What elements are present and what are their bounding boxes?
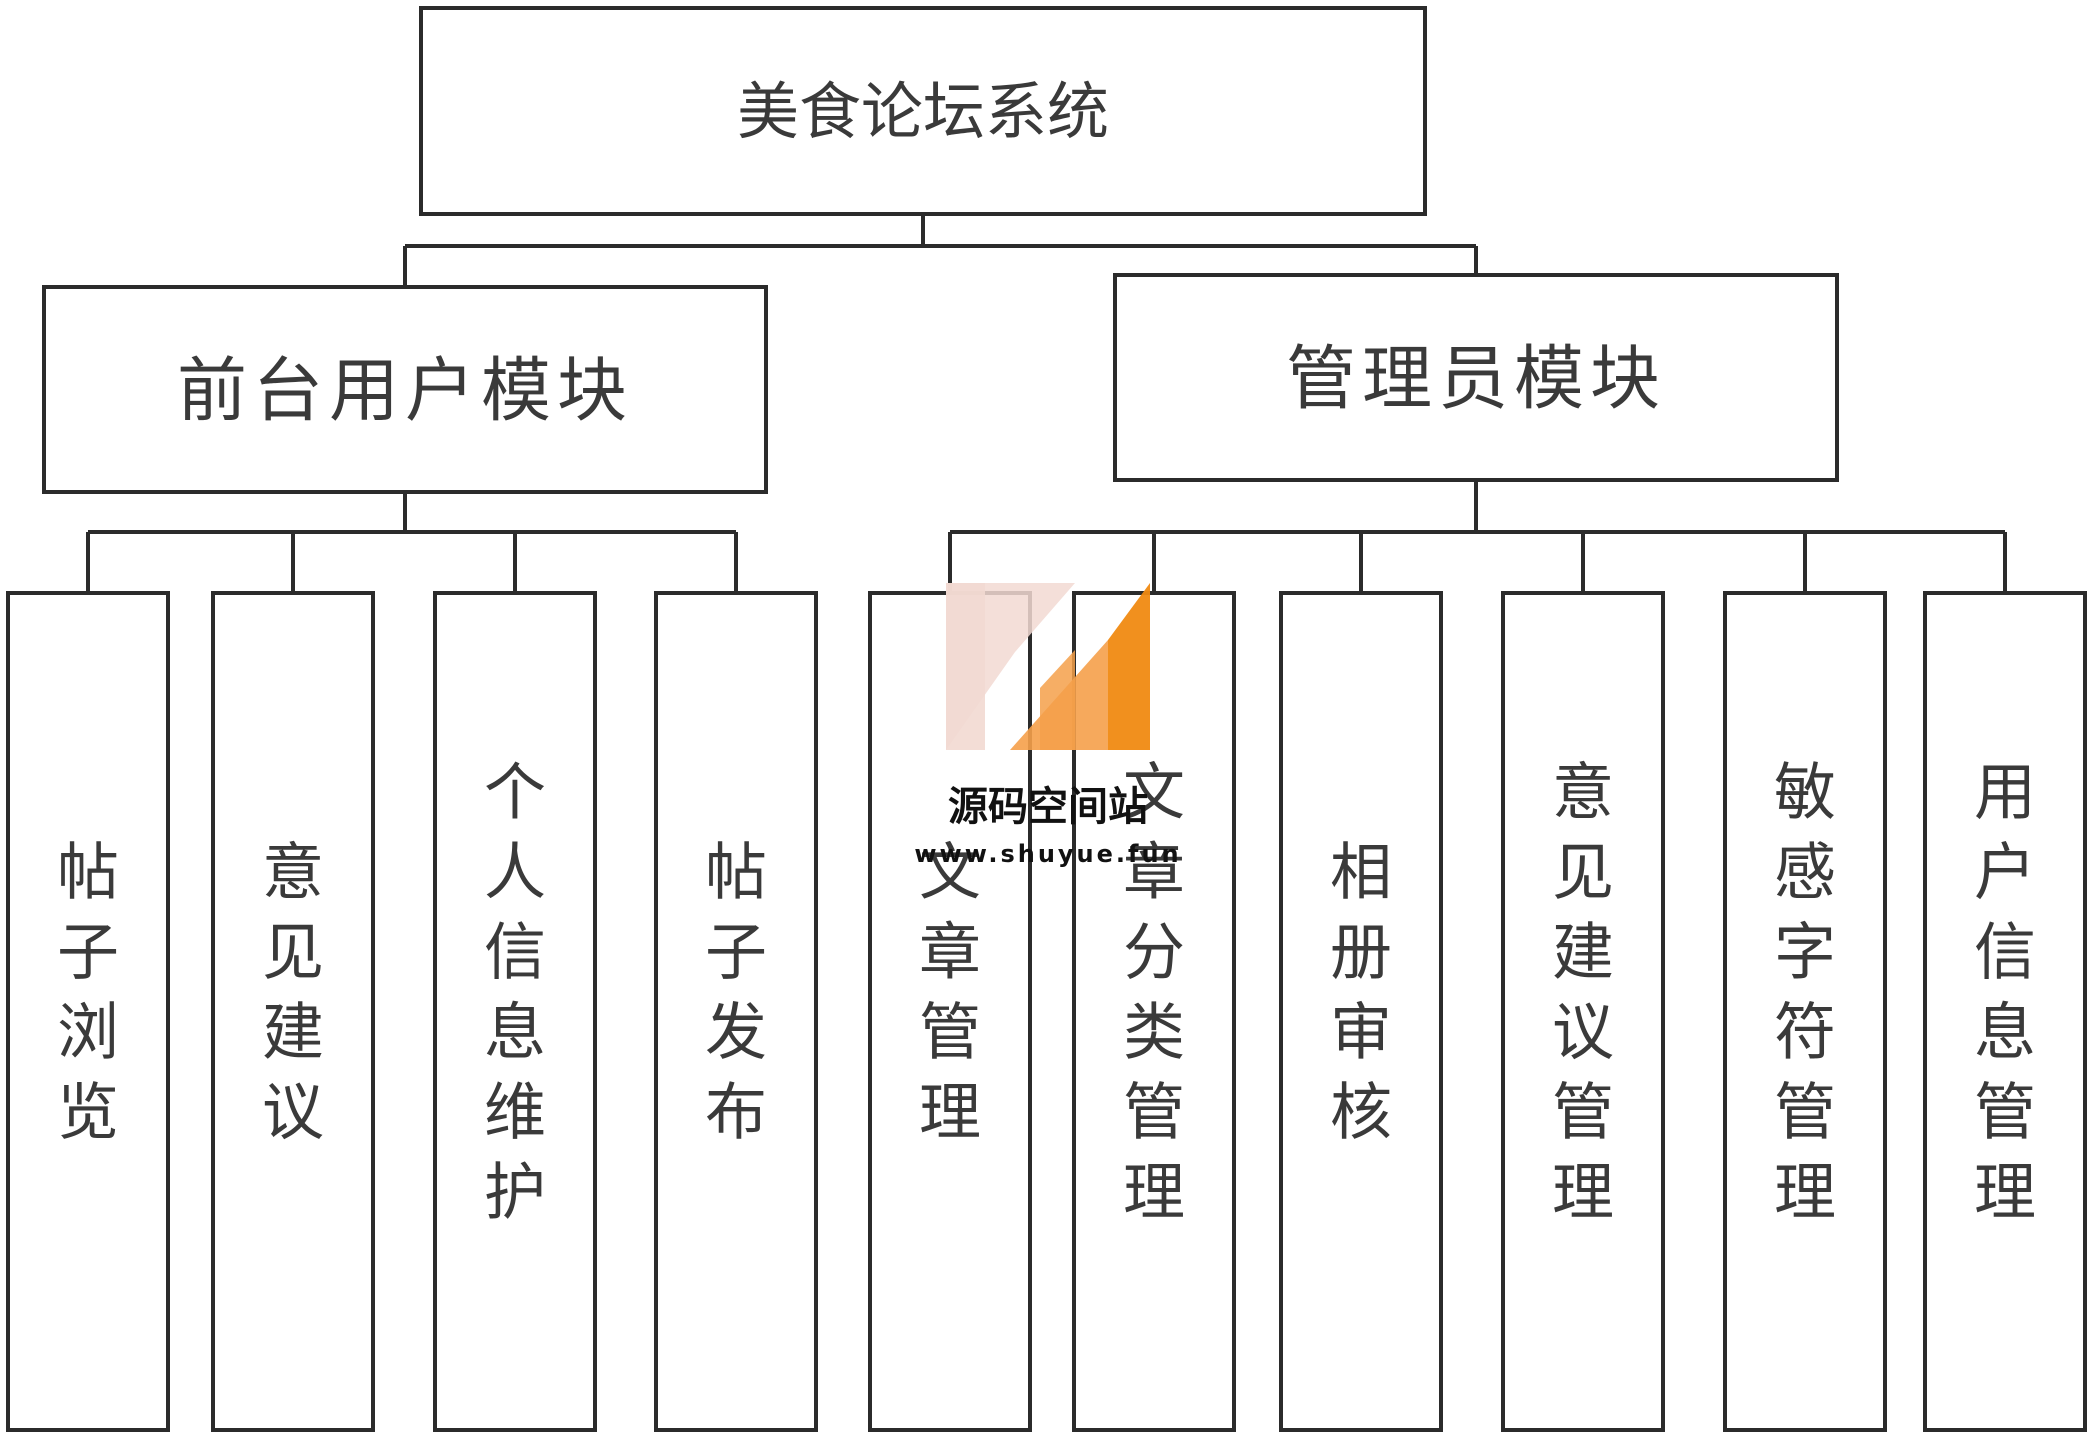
- watermark-logo-shape: [1040, 650, 1075, 750]
- watermark-logo-shape: [946, 583, 985, 750]
- leaf-node-label: 帖子浏览: [57, 836, 119, 1149]
- root-node-box: [419, 6, 1427, 216]
- leaf-node: 用户信息管理: [1923, 591, 2087, 1432]
- module-node-0: 前台用户模块: [42, 285, 768, 494]
- leaf-node-label: 意见建议管理: [1552, 756, 1614, 1229]
- leaf-node: 相册审核: [1279, 591, 1443, 1432]
- leaf-node: 帖子浏览: [6, 591, 170, 1432]
- leaf-node-label: 意见建议: [262, 836, 324, 1149]
- leaf-node-box: [1501, 591, 1665, 1432]
- leaf-node: 意见建议管理: [1501, 591, 1665, 1432]
- leaf-node-box: [1279, 591, 1443, 1432]
- watermark-url: www.shuyue.fun: [914, 840, 1181, 868]
- leaf-node-box: [654, 591, 818, 1432]
- leaf-node-label: 文章管理: [919, 836, 981, 1149]
- leaf-node-label: 个人信息维护: [484, 756, 546, 1229]
- connectors: [86, 214, 2007, 593]
- leaf-node: 文章分类管理: [1072, 591, 1236, 1432]
- leaf-node: 意见建议: [211, 591, 375, 1432]
- leaf-node-label: 相册审核: [1330, 836, 1392, 1149]
- module-node-label: 前台用户模块: [177, 350, 633, 432]
- leaf-node-box: [6, 591, 170, 1432]
- leaf-node-label: 用户信息管理: [1974, 756, 2036, 1229]
- leaf-node-box: [1723, 591, 1887, 1432]
- module-node-label: 管理员模块: [1286, 338, 1666, 420]
- leaf-node-label: 帖子发布: [705, 836, 767, 1149]
- module-node-box: [1113, 273, 1839, 482]
- leaf-node: 个人信息维护: [433, 591, 597, 1432]
- watermark-name: 源码空间站: [948, 784, 1148, 830]
- leaf-node-box: [433, 591, 597, 1432]
- root-node-label: 美食论坛系统: [737, 75, 1109, 148]
- leaf-node: 帖子发布: [654, 591, 818, 1432]
- module-node-1: 管理员模块: [1113, 273, 1839, 482]
- leaf-node: 敏感字符管理: [1723, 591, 1887, 1432]
- watermark: 源码空间站 www.shuyue.fun: [914, 583, 1181, 868]
- leaf-node-label: 文章分类管理: [1123, 756, 1185, 1229]
- watermark-logo-shape: [1108, 583, 1150, 750]
- module-node-box: [42, 285, 768, 494]
- leaf-node-box: [1923, 591, 2087, 1432]
- leaf-node-box: [211, 591, 375, 1432]
- leaf-node-label: 敏感字符管理: [1774, 756, 1836, 1229]
- root-node: 美食论坛系统: [419, 6, 1427, 216]
